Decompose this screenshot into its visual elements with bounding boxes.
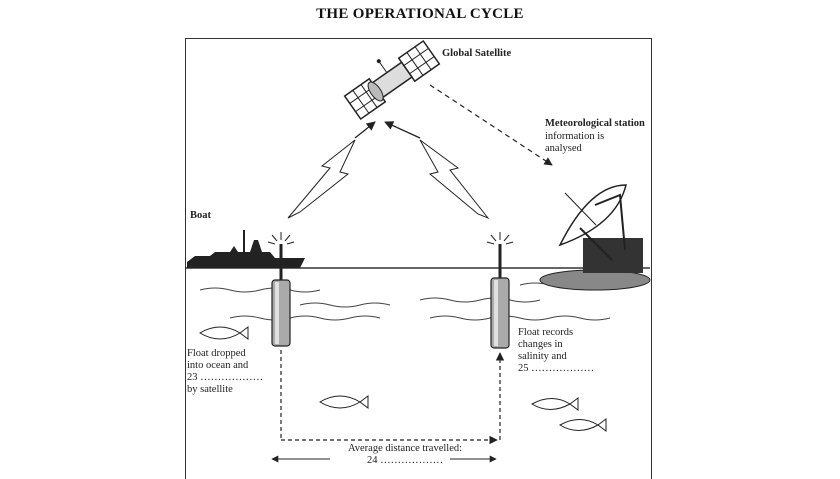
- satellite-label: Global Satellite: [442, 48, 512, 59]
- satellite-to-station-arrow: [429, 84, 553, 166]
- satellite-icon: [343, 39, 441, 121]
- fish-icon-4: [559, 418, 607, 432]
- diagram-frame: [185, 38, 652, 479]
- station-label: Meteorological station: [545, 118, 645, 129]
- station-sublabel: information is analysed: [545, 131, 605, 154]
- fish-icon-2: [319, 395, 369, 409]
- diagram-title: THE OPERATIONAL CYCLE: [316, 6, 524, 22]
- float-dropped-label: Float dropped into ocean and 23 ……………… b…: [187, 348, 264, 395]
- boat-label: Boat: [190, 210, 211, 221]
- float-records-label: Float records changes in salinity and 25…: [518, 327, 595, 374]
- fish-icon-3: [531, 397, 579, 411]
- radar-dish-icon: [539, 184, 651, 291]
- fish-icon: [199, 326, 249, 340]
- ocean-waves: [199, 282, 611, 321]
- float-signal-right: [384, 121, 490, 220]
- float-left: [267, 232, 295, 347]
- float-right: [486, 232, 514, 349]
- float-signal-left: [287, 121, 376, 219]
- boat-silhouette: [187, 230, 305, 268]
- distance-label: Average distance travelled: 24 ………………: [347, 443, 463, 466]
